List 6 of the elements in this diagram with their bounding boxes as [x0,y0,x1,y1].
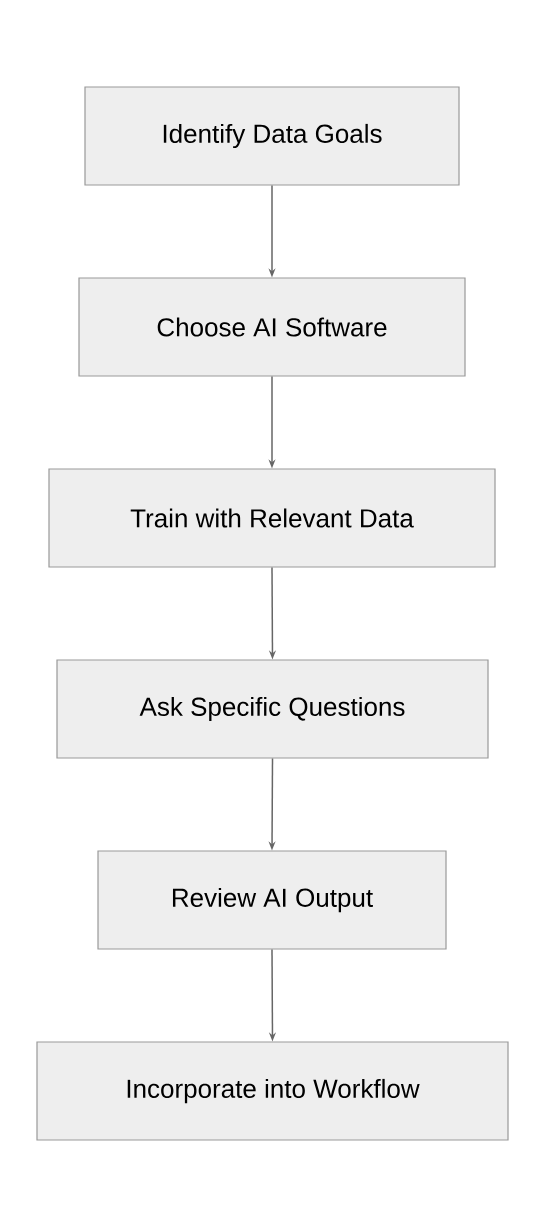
process-box: Review AI Output [97,850,447,950]
process-box: Train with Relevant Data [48,468,496,568]
process-box: Incorporate into Workflow [36,1041,509,1141]
process-box: Ask Specific Questions [56,659,489,759]
process-box: Identify Data Goals [84,86,460,186]
process-box: Choose AI Software [78,277,466,377]
